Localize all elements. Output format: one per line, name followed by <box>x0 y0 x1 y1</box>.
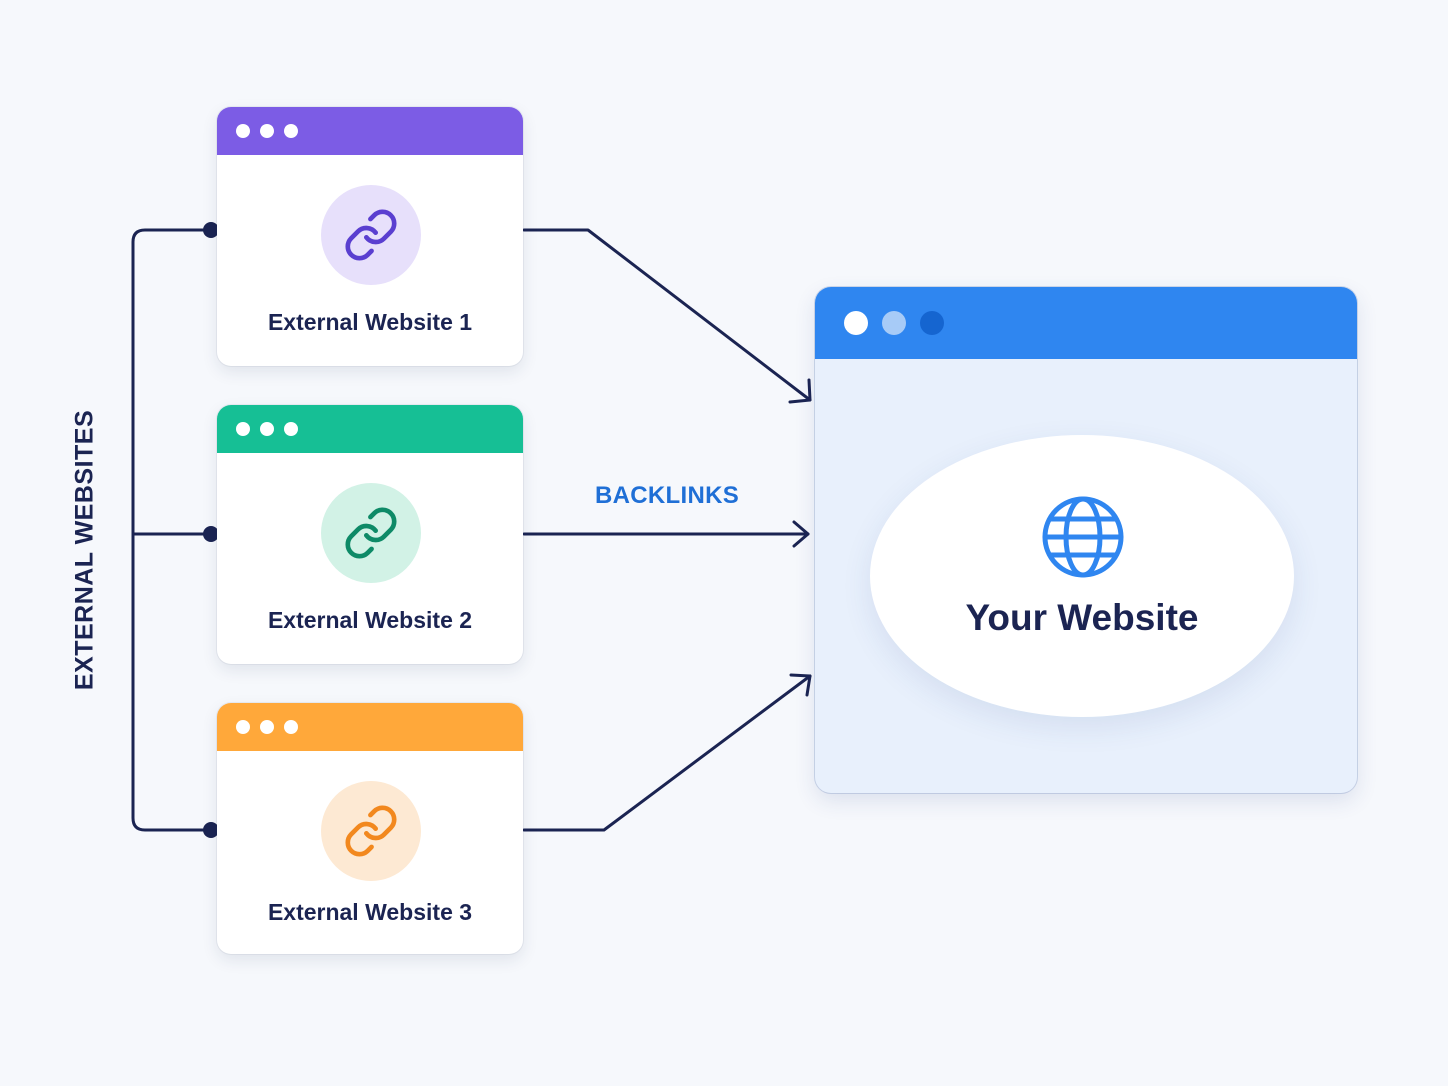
arrowhead-1 <box>788 378 812 404</box>
window-dot <box>236 720 250 734</box>
window-title-bar <box>815 287 1357 359</box>
globe-icon <box>1042 496 1124 578</box>
backlinks-label: BACKLINKS <box>595 482 740 509</box>
window-dot <box>284 422 298 436</box>
external-website-card-3: External Website 3 <box>217 703 523 954</box>
link-icon <box>321 483 421 583</box>
your-website-title: Your Website <box>965 597 1199 638</box>
card-title: External Website 3 <box>267 899 473 925</box>
window-dots <box>236 720 298 734</box>
window-dots <box>236 422 298 436</box>
connector-node-3 <box>203 822 219 838</box>
external-website-card-2: External Website 2 <box>217 405 523 664</box>
window-dot <box>882 311 906 335</box>
arrowhead-3 <box>789 673 812 697</box>
window-dots <box>236 124 298 138</box>
window-dot <box>260 124 274 138</box>
connector-node-2 <box>203 526 219 542</box>
card-title-bar <box>217 703 523 751</box>
external-websites-label: EXTERNAL WEBSITES <box>70 409 99 691</box>
window-dot <box>844 311 868 335</box>
window-dot <box>920 311 944 335</box>
external-website-card-1: External Website 1 <box>217 107 523 366</box>
card-title: External Website 1 <box>267 309 473 335</box>
card-title: External Website 2 <box>267 607 473 633</box>
card-title-bar <box>217 405 523 453</box>
your-website-window: Your Website <box>815 287 1357 793</box>
window-dot <box>236 422 250 436</box>
link-icon <box>321 781 421 881</box>
window-dots <box>844 311 944 335</box>
window-dot <box>260 720 274 734</box>
external-websites-bracket <box>131 228 213 832</box>
arrowhead-2 <box>792 520 810 548</box>
card-title-bar <box>217 107 523 155</box>
window-dot <box>236 124 250 138</box>
window-dot <box>284 720 298 734</box>
connector-node-1 <box>203 222 219 238</box>
link-icon <box>321 185 421 285</box>
window-dot <box>260 422 274 436</box>
window-dot <box>284 124 298 138</box>
website-oval: Your Website <box>870 435 1294 717</box>
backlink-arrow-1 <box>522 228 812 402</box>
backlink-arrow-3 <box>522 674 812 832</box>
